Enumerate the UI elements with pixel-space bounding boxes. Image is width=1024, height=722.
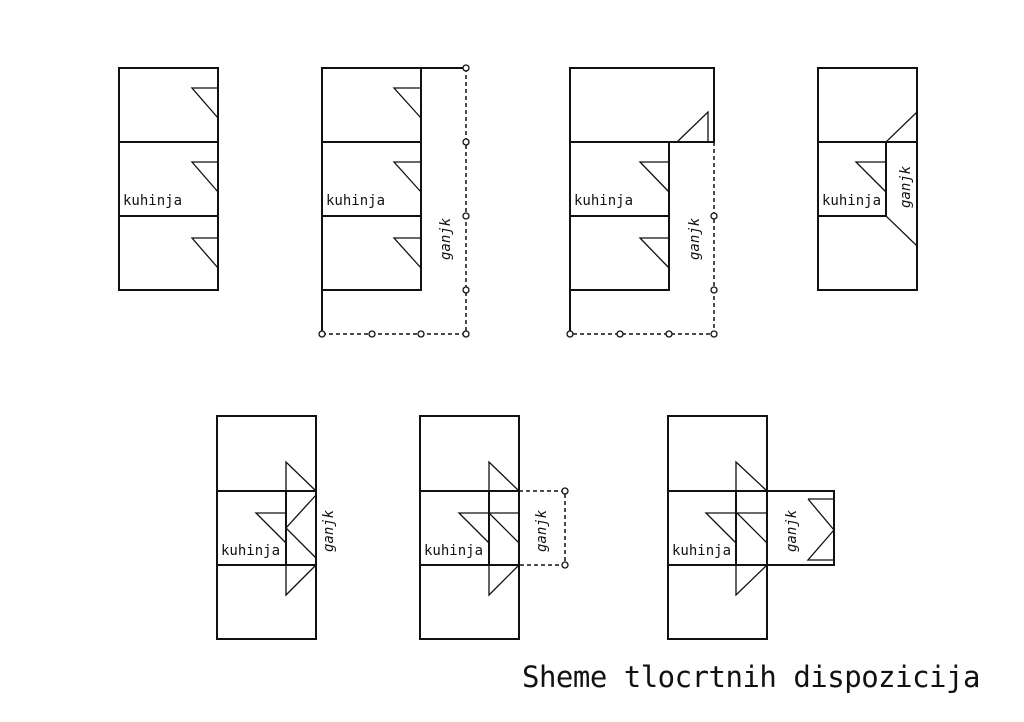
scheme-5-door-mid [285, 494, 317, 559]
scheme-7-door-top [735, 460, 768, 492]
scheme-2-node [462, 138, 470, 146]
scheme-2-door-2 [392, 161, 422, 193]
scheme-2-node [318, 330, 326, 338]
scheme-3-node [710, 286, 718, 294]
scheme-2-node [462, 212, 470, 220]
scheme-5-door-bottom [285, 564, 317, 597]
scheme-3-node [616, 330, 624, 338]
scheme-2-outline [321, 67, 422, 291]
scheme-3-door-1 [638, 161, 670, 193]
scheme-6-door-right [487, 512, 520, 544]
scheme-6-node [561, 487, 569, 495]
scheme-3-node [665, 330, 673, 338]
scheme-6-hallway-boundary [519, 490, 566, 566]
scheme-2-node [368, 330, 376, 338]
scheme-7-annex-door-1 [807, 498, 835, 532]
kitchen-label: kuhinja [822, 193, 881, 209]
scheme-4-door-bottom [885, 215, 918, 248]
scheme-2-node [462, 330, 470, 338]
scheme-6-outline [419, 415, 520, 640]
scheme-4-door-kitchen [854, 161, 887, 193]
scheme-5-door-top [285, 460, 317, 492]
kitchen-label: kuhinja [424, 543, 483, 559]
scheme-4-door-top [885, 110, 918, 143]
scheme-6-node [561, 561, 569, 569]
scheme-7-door-kitchen [704, 512, 737, 544]
hallway-label: ganjk [687, 217, 703, 260]
page-title: Sheme tlocrtnih dispozicija [522, 660, 980, 694]
scheme-3: kuhinja ganjk [566, 67, 718, 338]
scheme-2-node [417, 330, 425, 338]
scheme-3-node [566, 330, 574, 338]
scheme-5-outline [216, 415, 317, 640]
scheme-6: kuhinja ganjk [419, 415, 569, 640]
scheme-3-door-2 [638, 237, 670, 269]
scheme-2-door-1 [392, 87, 422, 119]
scheme-5-door-kitchen [254, 512, 287, 544]
hallway-label: ganjk [784, 509, 800, 552]
scheme-7-annex-room [766, 490, 835, 566]
scheme-3-door-top [676, 110, 709, 143]
scheme-2-door-3 [392, 237, 422, 269]
scheme-7-annex-door-2 [806, 529, 835, 561]
kitchen-label: kuhinja [326, 193, 385, 209]
scheme-3-top-room [569, 67, 715, 143]
scheme-6-door-bottom [488, 564, 520, 597]
hallway-label: ganjk [438, 217, 454, 260]
scheme-1-outline [118, 67, 219, 291]
scheme-7-door-bottom [735, 564, 768, 597]
kitchen-label: kuhinja [672, 543, 731, 559]
scheme-7-door-right [735, 512, 768, 544]
hallway-label: ganjk [321, 509, 337, 552]
scheme-2-node [462, 286, 470, 294]
kitchen-label: kuhinja [574, 193, 633, 209]
scheme-3-node [710, 330, 718, 338]
kitchen-label: kuhinja [123, 193, 182, 209]
scheme-2-node [462, 64, 470, 72]
scheme-1-door-3 [190, 237, 219, 269]
scheme-1-door-1 [190, 87, 219, 119]
scheme-4: kuhinja ganjk [817, 67, 918, 291]
hallway-label: ganjk [898, 165, 914, 208]
scheme-1-door-2 [190, 161, 219, 193]
kitchen-label: kuhinja [221, 543, 280, 559]
scheme-5: kuhinja ganjk [216, 415, 337, 640]
scheme-6-door-top [488, 460, 520, 492]
scheme-7: kuhinja ganjk [667, 415, 835, 640]
scheme-6-door-kitchen [457, 512, 490, 544]
scheme-2: kuhinja ganjk [318, 64, 470, 338]
scheme-3-node [710, 212, 718, 220]
hallway-label: ganjk [534, 509, 550, 552]
scheme-1: kuhinja [118, 67, 219, 291]
